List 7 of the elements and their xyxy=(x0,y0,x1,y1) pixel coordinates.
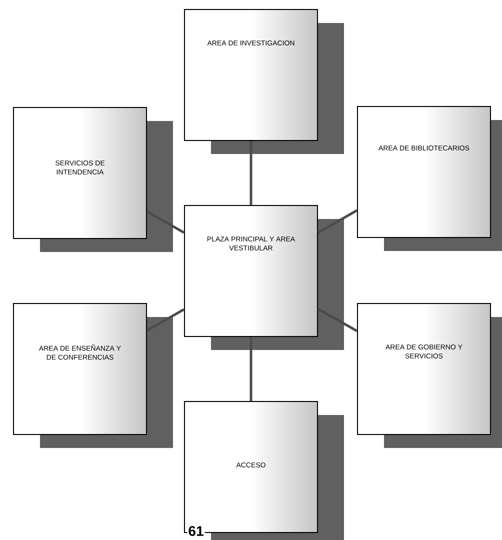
connector-line xyxy=(317,308,358,332)
connector-line xyxy=(250,337,252,401)
connector-line xyxy=(146,308,185,332)
connector-line xyxy=(250,141,252,205)
connector-line xyxy=(317,209,358,234)
page-number: 61 xyxy=(187,525,205,537)
connector-line xyxy=(146,210,185,234)
